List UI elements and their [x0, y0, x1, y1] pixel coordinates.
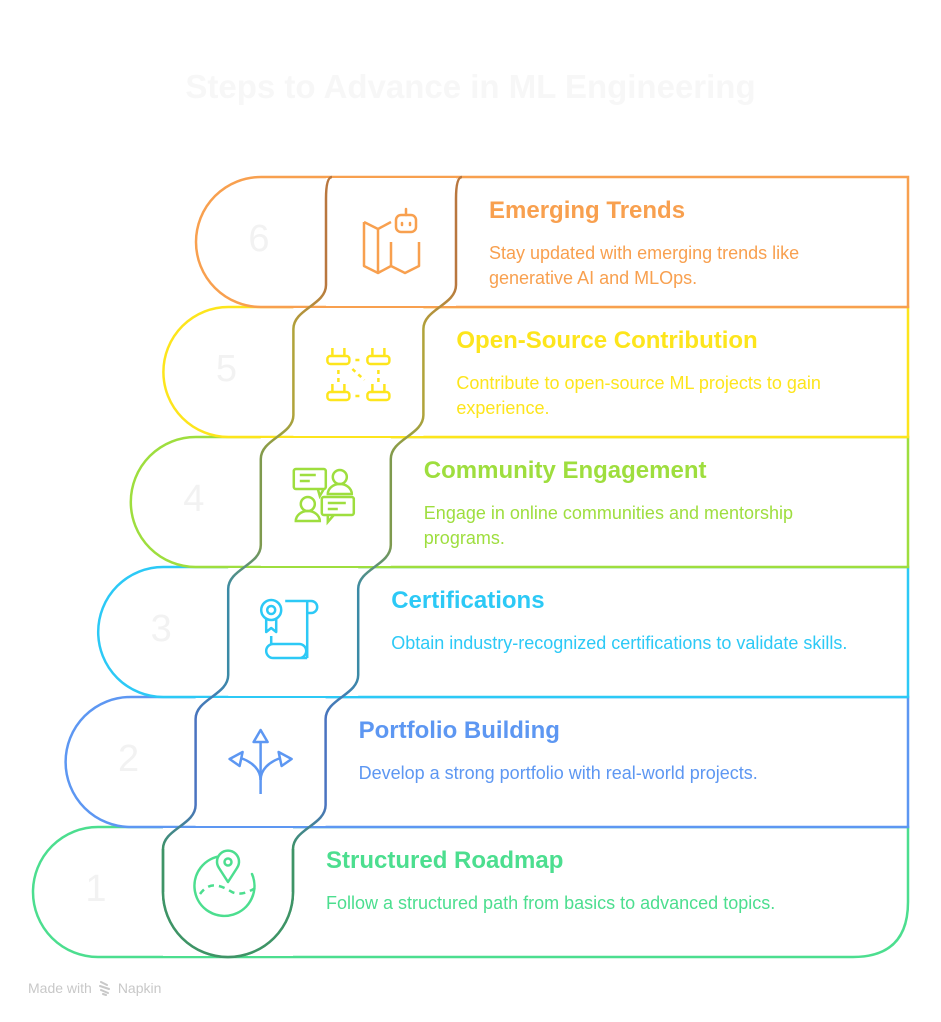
certificate-scroll-icon [259, 598, 319, 660]
step-title: Structured Roadmap [326, 847, 564, 874]
community-chat-icon [292, 467, 356, 526]
map-location-pin-icon [193, 849, 259, 918]
map-robot-icon [362, 207, 421, 275]
step-description: Stay updated with emerging trends like g… [489, 243, 800, 288]
snake-segment-5 [259, 308, 425, 460]
step-description: Follow a structured path from basics to … [326, 893, 776, 913]
napkin-logo-icon [98, 981, 110, 996]
step-number: 4 [183, 478, 205, 520]
step-description: Develop a strong portfolio with real-wor… [358, 763, 758, 783]
footer-made-with: Made with [28, 980, 92, 996]
step-title: Open-Source Contribution [456, 327, 758, 354]
snake-segment-1 [161, 828, 295, 959]
step-title: Emerging Trends [489, 197, 686, 224]
step-description: Obtain industry-recognized certification… [391, 633, 848, 653]
step-description: Engage in online communities and mentors… [423, 503, 794, 548]
network-nodes-icon [326, 348, 391, 402]
step-number: 2 [118, 738, 140, 780]
diagram-title: Steps to Advance in ML Engineering [185, 68, 756, 105]
step-number: 6 [248, 218, 270, 260]
branching-arrows-icon [228, 728, 293, 794]
step-title: Portfolio Building [358, 717, 560, 744]
footer-attribution: Made with Napkin [28, 980, 161, 996]
step-number: 3 [150, 608, 172, 650]
snake-segment-6 [292, 175, 463, 330]
snake-segment-3 [194, 568, 360, 720]
step-title: Community Engagement [423, 457, 707, 484]
step-number: 5 [215, 348, 237, 390]
footer-brand: Napkin [117, 980, 162, 996]
step-number: 1 [85, 868, 107, 910]
step-title: Certifications [391, 587, 545, 614]
step-description: Contribute to open-source ML projects to… [456, 373, 821, 418]
